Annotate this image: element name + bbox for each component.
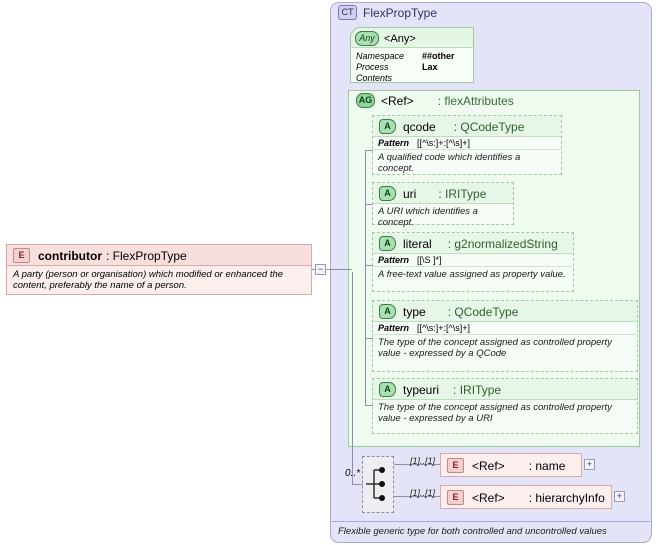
type-spine-line: [352, 272, 353, 484]
attribute-group-type: : flexAttributes: [437, 93, 514, 108]
element-name: contributor: [38, 248, 102, 263]
connector-line: [312, 269, 316, 270]
cardinality-label: [1]..[1]: [410, 488, 436, 498]
attribute-spine-line: [365, 150, 366, 405]
attribute-documentation: The type of the concept assigned as cont…: [378, 337, 612, 359]
element-ref-type: : hierarchyInfo: [528, 490, 605, 505]
attribute-documentation: A free-text value assigned as property v…: [378, 269, 566, 280]
any-particle-label: <Any>: [384, 32, 416, 45]
collapse-toggle[interactable]: −: [315, 264, 326, 275]
attribute-branch-line: [365, 265, 373, 266]
complextype-title: FlexPropType: [363, 5, 438, 20]
facet-value: [[\S ]*]: [417, 255, 442, 265]
attribute-type: : IRIType: [438, 186, 487, 201]
element-type: : FlexPropType: [106, 248, 187, 263]
cardinality-label: [1]..[1]: [410, 456, 436, 466]
ref-branch-line: [394, 496, 440, 497]
element-ref-hierarchyinfo[interactable]: E <Ref> : hierarchyInfo: [440, 485, 612, 509]
connector-line: [326, 269, 352, 270]
attribute-type: : IRIType: [453, 382, 502, 397]
attribute-type: : QCodeType: [447, 304, 519, 319]
attribute-group-name: <Ref>: [381, 93, 414, 108]
element-ref-type: : name: [528, 458, 566, 473]
element-ref-name[interactable]: E <Ref> : name: [440, 453, 582, 477]
expand-toggle[interactable]: +: [584, 459, 595, 470]
any-particle-header: Any <Any>: [344, 20, 473, 48]
attribute-name: type: [403, 304, 426, 319]
attribute-facet-row: Pattern [[^\s:]+:[^\s]+]: [373, 137, 561, 150]
complextype-footer-doc: Flexible generic type for both controlle…: [338, 526, 607, 537]
element-badge: E: [447, 490, 464, 505]
attribute-facet-row: Pattern [[\S ]*]: [373, 254, 573, 267]
attribute-name: qcode: [403, 119, 436, 134]
attribute-branch-line: [365, 204, 373, 205]
element-badge: E: [13, 248, 30, 263]
choice-compositor[interactable]: [362, 456, 394, 513]
facet-key: Pattern: [378, 138, 410, 148]
attributegroup-badge: AG: [356, 93, 375, 108]
any-property-value: ##other: [422, 51, 455, 61]
attribute-badge: A: [379, 236, 396, 251]
complextype-footer: Flexible generic type for both controlle…: [332, 521, 650, 541]
attribute-name: uri: [403, 186, 417, 201]
facet-key: Pattern: [378, 323, 410, 333]
element-ref-label: <Ref>: [472, 458, 505, 473]
any-particle-properties: Namespace ##other Process Contents Lax: [351, 48, 473, 84]
choice-icon: [366, 467, 385, 501]
attribute-branch-line: [365, 150, 373, 151]
any-particle-box[interactable]: Any <Any> Namespace ##other Process Conte…: [344, 20, 474, 84]
attribute-branch-line: [365, 405, 373, 406]
attribute-name: typeuri: [403, 382, 440, 397]
expand-toggle[interactable]: +: [614, 491, 625, 502]
attribute-branch-line: [365, 338, 373, 339]
attribute-type: : QCodeType: [453, 119, 525, 134]
facet-value: [[^\s:]+:[^\s]+]: [417, 323, 470, 333]
attribute-name: literal: [403, 236, 432, 251]
complextype-badge: CT: [338, 5, 357, 20]
attribute-facet-row: Pattern [[^\s:]+:[^\s]+]: [373, 322, 637, 335]
complextype-header: CT FlexPropType: [338, 5, 437, 20]
attribute-badge: A: [379, 304, 396, 319]
attribute-type: : g2normalizedString: [447, 236, 558, 251]
attribute-group-header[interactable]: AG <Ref> : flexAttributes: [356, 93, 514, 108]
attribute-badge: A: [379, 382, 396, 397]
any-badge: Any: [355, 31, 379, 46]
attribute-badge: A: [379, 186, 396, 201]
any-property-key: Process Contents: [356, 62, 393, 83]
any-property-row: Namespace ##other: [356, 51, 468, 62]
ref-branch-line: [394, 464, 440, 465]
attribute-documentation: A qualified code which identifies a conc…: [378, 152, 521, 174]
element-ref-label: <Ref>: [472, 490, 505, 505]
attribute-badge: A: [379, 119, 396, 134]
any-property-row: Process Contents Lax: [356, 62, 468, 84]
facet-key: Pattern: [378, 255, 410, 265]
element-badge: E: [447, 458, 464, 473]
attribute-documentation: A URI which identifies a concept.: [378, 206, 478, 228]
choice-inbound-line: [352, 484, 363, 485]
attribute-documentation: The type of the concept assigned as cont…: [378, 402, 612, 424]
any-property-value: Lax: [422, 62, 438, 72]
element-documentation: A party (person or organisation) which m…: [13, 269, 284, 291]
facet-value: [[^\s:]+:[^\s]+]: [417, 138, 470, 148]
any-property-key: Namespace: [356, 51, 405, 61]
